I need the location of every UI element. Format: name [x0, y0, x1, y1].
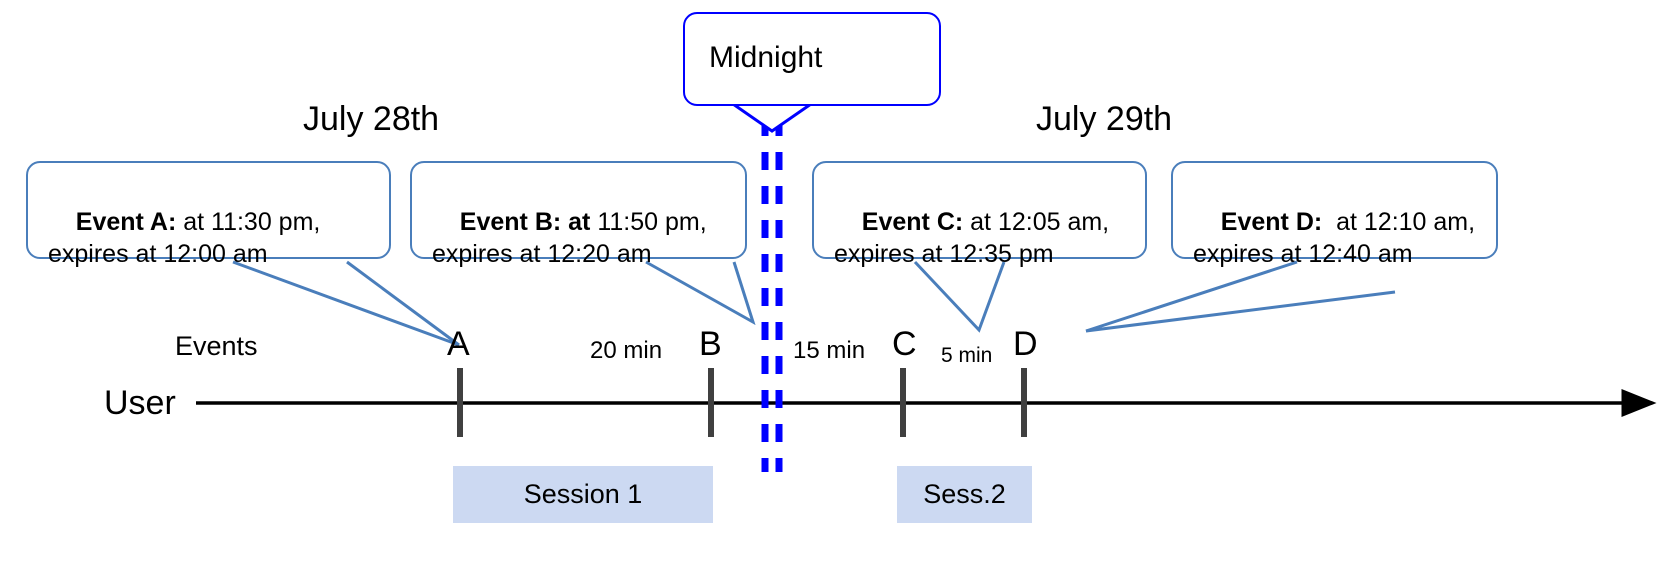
event-b-callout-tail — [645, 260, 756, 326]
event-d-callout-bold: Event D: — [1220, 207, 1323, 236]
event-d-callout-line2: expires at 12:40 am — [1193, 240, 1413, 268]
event-a-callout-tail — [232, 260, 460, 347]
event-d-callout-pointer — [1085, 290, 1396, 333]
event-d-callout-rest: at 12:10 am, — [1322, 207, 1476, 236]
event-c-callout: Event C: at 12:05 am, expires at 12:35 pm — [812, 161, 1147, 268]
event-b-callout: Event B: at 11:50 pm, expires at 12:20 am — [410, 161, 747, 268]
session-band-1: Session 1 — [453, 466, 713, 523]
tick-label-d: D — [1013, 325, 1038, 363]
event-c-callout-tail — [913, 260, 1006, 333]
date-label-july-28: July 28th — [303, 100, 440, 138]
event-b-callout-bold: Event B: at — [459, 207, 591, 236]
event-a-callout-rest: at 11:30 pm, — [176, 207, 321, 236]
event-b-callout-rest: 11:50 pm, — [590, 207, 707, 236]
tick-label-a: A — [447, 325, 470, 363]
event-c-callout-bold: Event C: — [861, 207, 964, 236]
gap-label-c-d: 5 min — [941, 344, 993, 367]
midnight-label: Midnight — [709, 41, 823, 74]
event-d-callout: Event D: at 12:10 am, expires at 12:40 am — [1171, 161, 1498, 268]
session-1-label: Session 1 — [523, 479, 643, 509]
lane-label-user: User — [104, 384, 176, 422]
date-label-july-29: July 29th — [1036, 100, 1173, 138]
event-a-callout-line2: expires at 12:00 am — [48, 240, 268, 268]
gap-label-a-b: 20 min — [590, 337, 663, 364]
tick-label-c: C — [892, 325, 917, 363]
event-a-callout: Event A: at 11:30 pm, expires at 12:00 am — [26, 161, 391, 268]
tick-label-b: B — [699, 325, 722, 363]
lane-label-events: Events — [175, 331, 258, 361]
gap-label-b-c: 15 min — [793, 337, 866, 364]
event-c-callout-line2: expires at 12:35 pm — [834, 240, 1054, 268]
session-2-label: Sess.2 — [923, 479, 1006, 509]
event-b-callout-line2: expires at 12:20 am — [432, 240, 652, 268]
event-d-callout-tail — [1085, 260, 1298, 333]
event-a-callout-bold: Event A: — [75, 207, 177, 236]
midnight-callout: Midnight — [683, 12, 941, 106]
event-c-callout-rest: at 12:05 am, — [963, 207, 1110, 236]
session-band-2: Sess.2 — [897, 466, 1032, 523]
midnight-callout-tail — [732, 102, 812, 133]
